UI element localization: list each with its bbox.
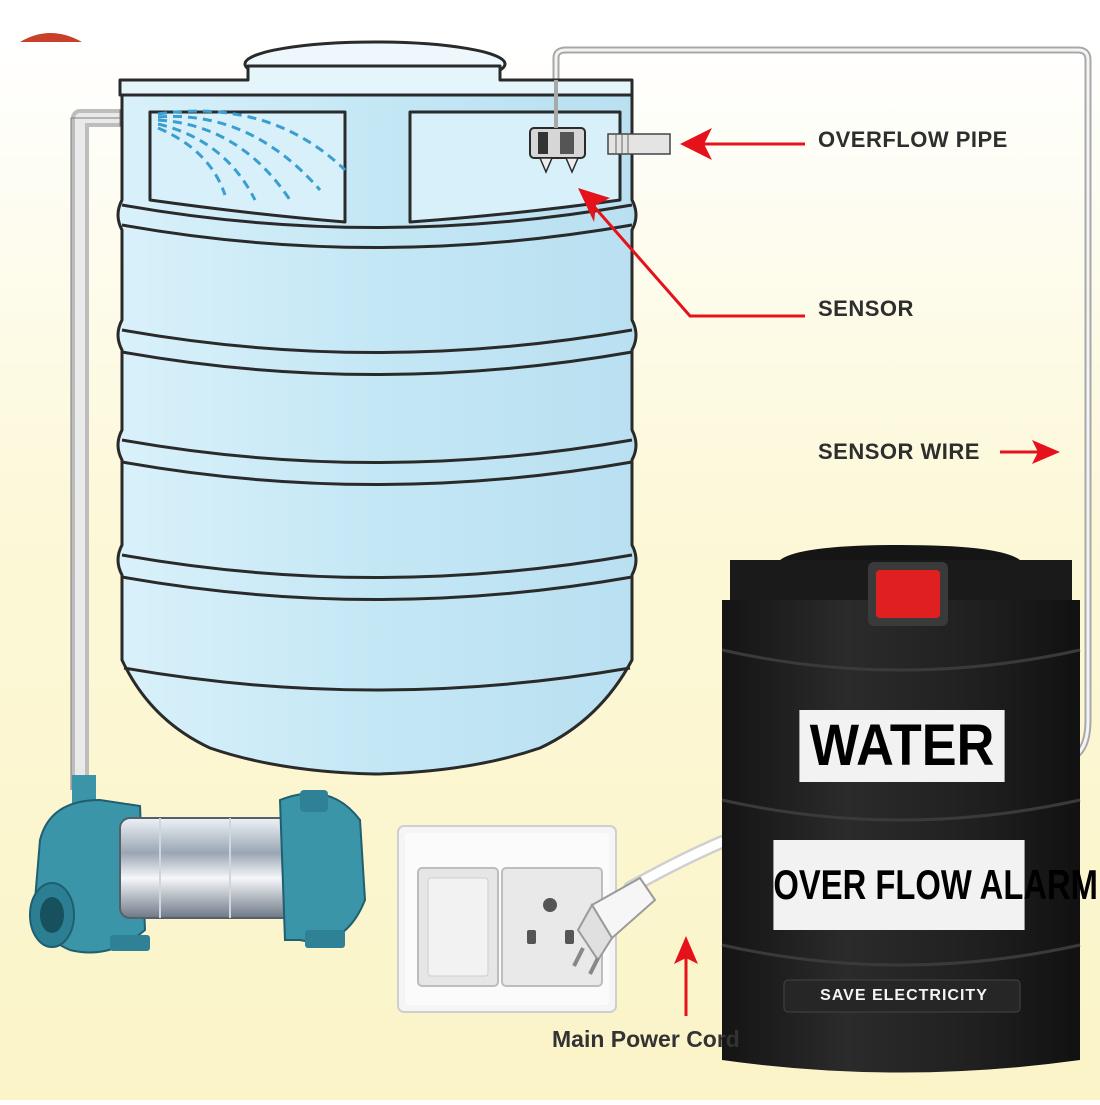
sensor-wire [552,46,1092,764]
alarm-label-slogan: SAVE ELECTRICITY [820,987,988,1004]
label-sensor: SENSOR [818,296,914,321]
arrow-sensor-wire [1000,440,1060,464]
alarm-button [876,570,940,618]
label-overflow-pipe: OVERFLOW PIPE [818,127,1008,152]
label-main-power-cord: Main Power Cord [552,1026,740,1052]
arrow-power-cord [674,936,698,1016]
arrow-sensor [578,188,805,318]
power-plug [572,835,729,975]
corner-badge [20,33,82,42]
overflow-pipe [607,133,671,155]
wall-switch [397,825,617,1013]
alarm-label-water: WATER [799,710,1005,782]
water-pump [29,775,367,954]
alarm-label-title: OVER FLOW ALARM [773,840,1098,930]
sensor-icon [529,80,586,174]
water-tank [116,40,638,776]
water-spray [157,109,347,201]
label-sensor-wire: SENSOR WIRE [818,439,980,464]
arrow-overflow-pipe [680,128,805,160]
